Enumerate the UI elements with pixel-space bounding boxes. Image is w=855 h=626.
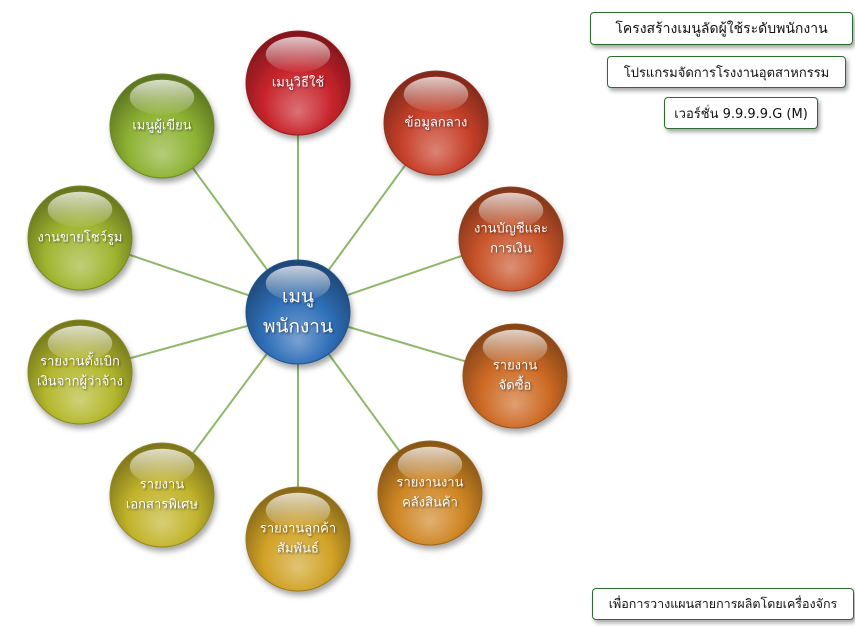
menu-node-special-docs-report-label-line-2: เอกสารพิเศษ (126, 498, 199, 513)
menu-node-employer-withdrawal-report-label-line-1: รายงานตั้งเบิก (40, 352, 120, 370)
menu-node-accounting-finance-label-line-2: การเงิน (490, 242, 532, 257)
menu-node-crm-report-label-line-2: สัมพันธ์ (277, 541, 319, 557)
menu-node-central-data-label-line-1: ข้อมูลกลาง (405, 116, 468, 131)
menu-node-employer-withdrawal-report[interactable]: รายงานตั้งเบิกเงินจากผู้ว่าจ้าง (27, 319, 133, 425)
program-name: โปรแกรมจัดการโรงงานอุตสาหกรรม (607, 56, 846, 88)
menu-node-accounting-finance-label-line-1: งานบัญชีและ (474, 221, 548, 237)
menu-node-menu-howto[interactable]: เมนูวิธีใช้ (245, 30, 351, 136)
menu-node-purchase-report-label-line-2: จัดซื้อ (499, 376, 532, 394)
menu-node-showroom-sales[interactable]: งานขายโชว์รูม (27, 185, 133, 291)
menu-node-showroom-sales-label-line-1: งานขายโชว์รูม (38, 230, 123, 246)
version-label: เวอร์ชั่น 9.9.9.9.G (M) (664, 97, 818, 129)
menu-node-central-data[interactable]: ข้อมูลกลาง (383, 70, 489, 176)
menu-node-crm-report[interactable]: รายงานลูกค้าสัมพันธ์ (245, 486, 351, 592)
menu-nodes: เมนูวิธีใช้ข้อมูลกลางงานบัญชีและการเงินร… (27, 30, 568, 592)
menu-node-warehouse-report-label-line-2: คลังสินค้า (402, 496, 458, 511)
menu-node-author-menu-label-line-1: เมนูผู้เขียน (132, 118, 191, 134)
diagram-title: โครงสร้างเมนูลัดผู้ใช้ระดับพนักงาน (590, 12, 853, 45)
menu-node-purchase-report-label-line-1: รายงาน (493, 359, 538, 374)
menu-node-menu-howto-label-line-1: เมนูวิธีใช้ (272, 75, 324, 91)
menu-node-special-docs-report-label-line-1: รายงาน (140, 478, 185, 493)
menu-node-crm-report-label-line-1: รายงานลูกค้า (260, 522, 336, 537)
menu-node-employer-withdrawal-report-label-line-2: เงินจากผู้ว่าจ้าง (37, 375, 123, 390)
menu-node-author-menu[interactable]: เมนูผู้เขียน (109, 73, 215, 179)
menu-node-warehouse-report-label-line-1: รายงานงาน (397, 476, 464, 491)
center-node[interactable]: เมนูพนักงาน (245, 259, 351, 365)
footer-note: เพื่อการวางแผนสายการผลิตโดยเครื่องจักร (592, 588, 854, 620)
center-node-label-line-1: เมนู (282, 286, 314, 308)
center-node-label-line-2: พนักงาน (263, 316, 333, 338)
